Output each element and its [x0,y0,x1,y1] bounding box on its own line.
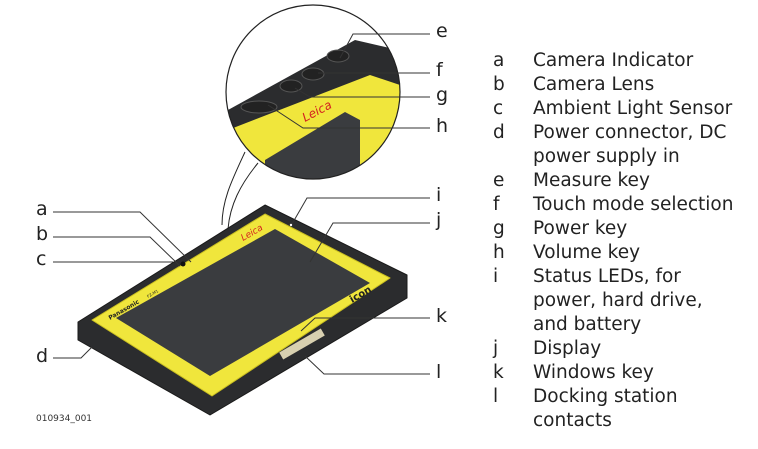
legend-key: e [493,170,505,191]
legend-item: g Power key [493,217,743,241]
legend-item: i Status LEDs, for power, hard drive, and… [493,265,743,337]
callout-f: f [436,59,443,81]
docking-contacts [279,328,325,360]
legend-text: Windows key [533,362,654,383]
legend-item: l Docking station contacts [493,385,743,433]
callout-h: h [436,115,449,137]
legend-key: b [493,74,505,95]
legend: a Camera Indicator b Camera Lens c Ambient Li… [493,49,743,433]
legend-text: Power connector, DC power supply in [533,122,727,167]
measure-key [326,49,350,63]
legend-text: Status LEDs, for power, hard drive, and … [533,266,703,335]
legend-key: c [493,98,504,119]
legend-key: i [493,266,499,287]
legend-item: d Power connector, DC power supply in [493,121,743,169]
callout-b: b [36,223,49,245]
model-text: FZ-M1 [146,288,160,299]
legend-item: e Measure key [493,169,743,193]
legend-key: l [493,386,499,407]
legend-text: Display [533,338,602,359]
tablet-screen [116,229,370,376]
callout-c: c [36,248,47,270]
legend-text: Camera Indicator [533,50,694,71]
tablet: Leica Panasonic FZ-M1 icon [77,204,408,416]
legend-item: c Ambient Light Sensor [493,97,743,121]
legend-item: j Display [493,337,743,361]
legend-text: Docking station contacts [533,386,678,431]
legend-key: d [493,122,505,143]
callout-a: a [36,198,48,220]
legend-item: h Volume key [493,241,743,265]
legend-item: b Camera Lens [493,73,743,97]
callout-i: i [436,184,442,206]
legend-text: Volume key [533,242,641,263]
legend-item: k Windows key [493,361,743,385]
callout-g: g [436,84,449,106]
legend-text: Touch mode selection [533,194,734,215]
status-leds [289,223,293,227]
legend-text: Measure key [533,170,650,191]
legend-key: k [493,362,504,383]
figure-id: 010934_001 [36,414,93,424]
legend-item: a Camera Indicator [493,49,743,73]
legend-text: Power key [533,218,628,239]
callout-j: j [436,209,442,231]
legend-key: g [493,218,505,239]
legend-key: j [493,338,499,359]
callout-k: k [436,305,448,327]
volume-key [240,100,278,114]
legend-item: f Touch mode selection [493,193,743,217]
leader-lines [53,33,430,375]
camera-lens [180,261,186,267]
callout-l: l [436,361,442,383]
legend-key: a [493,50,505,71]
legend-key: f [493,194,500,215]
legend-text: Ambient Light Sensor [533,98,733,119]
callout-e: e [436,20,448,42]
legend-key: h [493,242,505,263]
legend-text: Camera Lens [533,74,655,95]
touch-mode-key [301,67,325,81]
callout-d: d [36,345,49,367]
